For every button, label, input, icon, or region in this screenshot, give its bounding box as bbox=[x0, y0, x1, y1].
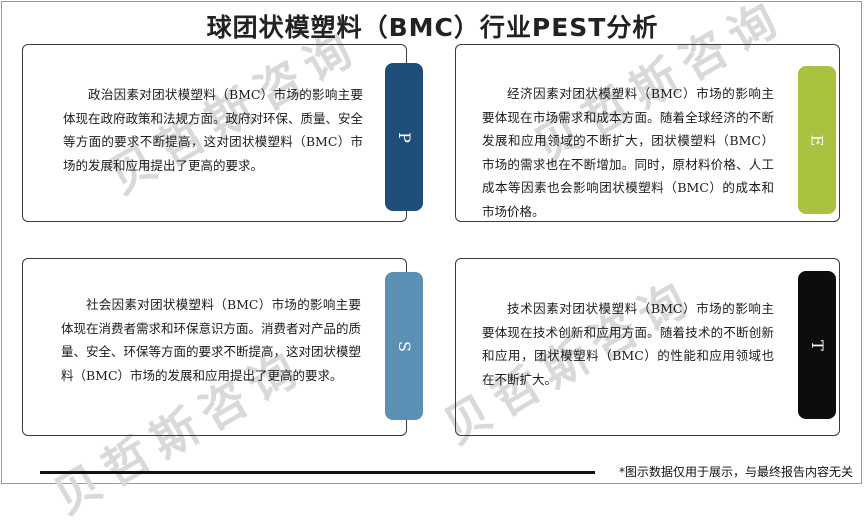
footer-line bbox=[40, 471, 595, 474]
tab-economic: E bbox=[798, 66, 836, 214]
tab-social: S bbox=[385, 272, 423, 420]
page-border bbox=[1, 1, 862, 484]
technological-text: 技术因素对团状模塑料（BMC）市场的影响主要体现在技术创新和应用方面。随着技术的… bbox=[482, 301, 774, 387]
footnote: *图示数据仅用于展示，与最终报告内容无关 bbox=[618, 465, 853, 479]
social-letter: S bbox=[394, 340, 414, 352]
tab-technological: T bbox=[798, 271, 836, 419]
pest-card-economic: 经济因素对团状模塑料（BMC）市场的影响主要体现在市场需求和成本方面。随着全球经… bbox=[455, 44, 840, 222]
pest-card-social: 社会因素对团状模塑料（BMC）市场的影响主要体现在消费者需求和环保意识方面。消费… bbox=[22, 258, 407, 436]
economic-letter: E bbox=[807, 134, 827, 146]
pest-card-political: 政治因素对团状模塑料（BMC）市场的影响主要体现在政府政策和法规方面。政府对环保… bbox=[22, 44, 407, 222]
tab-political: P bbox=[385, 63, 423, 211]
technological-letter: T bbox=[807, 339, 827, 351]
page-title: 球团状模塑料（BMC）行业PEST分析 bbox=[206, 13, 659, 42]
political-letter: P bbox=[394, 131, 414, 143]
pest-card-technological: 技术因素对团状模塑料（BMC）市场的影响主要体现在技术创新和应用方面。随着技术的… bbox=[455, 258, 840, 436]
political-text: 政治因素对团状模塑料（BMC）市场的影响主要体现在政府政策和法规方面。政府对环保… bbox=[63, 87, 364, 173]
social-text: 社会因素对团状模塑料（BMC）市场的影响主要体现在消费者需求和环保意识方面。消费… bbox=[61, 297, 362, 383]
economic-text: 经济因素对团状模塑料（BMC）市场的影响主要体现在市场需求和成本方面。随着全球经… bbox=[482, 86, 774, 219]
